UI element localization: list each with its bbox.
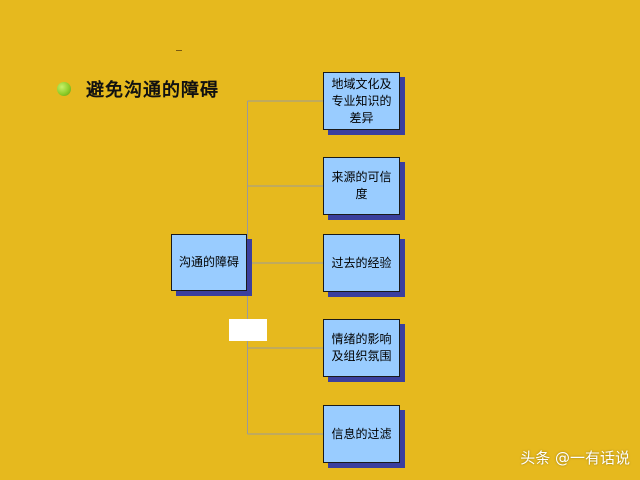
branch-node-2-label: 来源的可信度 [331,170,392,201]
branch-node-4: 情绪的影响及组织氛围 [323,319,400,377]
watermark-text: 头条 @一有话说 [520,449,630,467]
branch-node-3: 过去的经验 [323,234,400,292]
branch-node-1: 地域文化及专业知识的差异 [323,72,400,130]
root-node-label: 沟通的障碍 [178,255,239,269]
branch-node-2: 来源的可信度 [323,157,400,215]
root-node: 沟通的障碍 [171,234,247,291]
branch-node-5-label: 信息的过滤 [331,426,392,441]
branch-node-1-label: 地域文化及专业知识的差异 [331,76,392,125]
branch-node-5: 信息的过滤 [323,405,400,463]
bullet-dot-icon [57,82,71,96]
decorative-dash [176,50,182,51]
white-placeholder-rect [229,319,267,341]
slide-title: 避免沟通的障碍 [86,80,219,101]
branch-node-3-label: 过去的经验 [331,255,392,270]
branch-node-4-label: 情绪的影响及组织氛围 [331,332,392,363]
